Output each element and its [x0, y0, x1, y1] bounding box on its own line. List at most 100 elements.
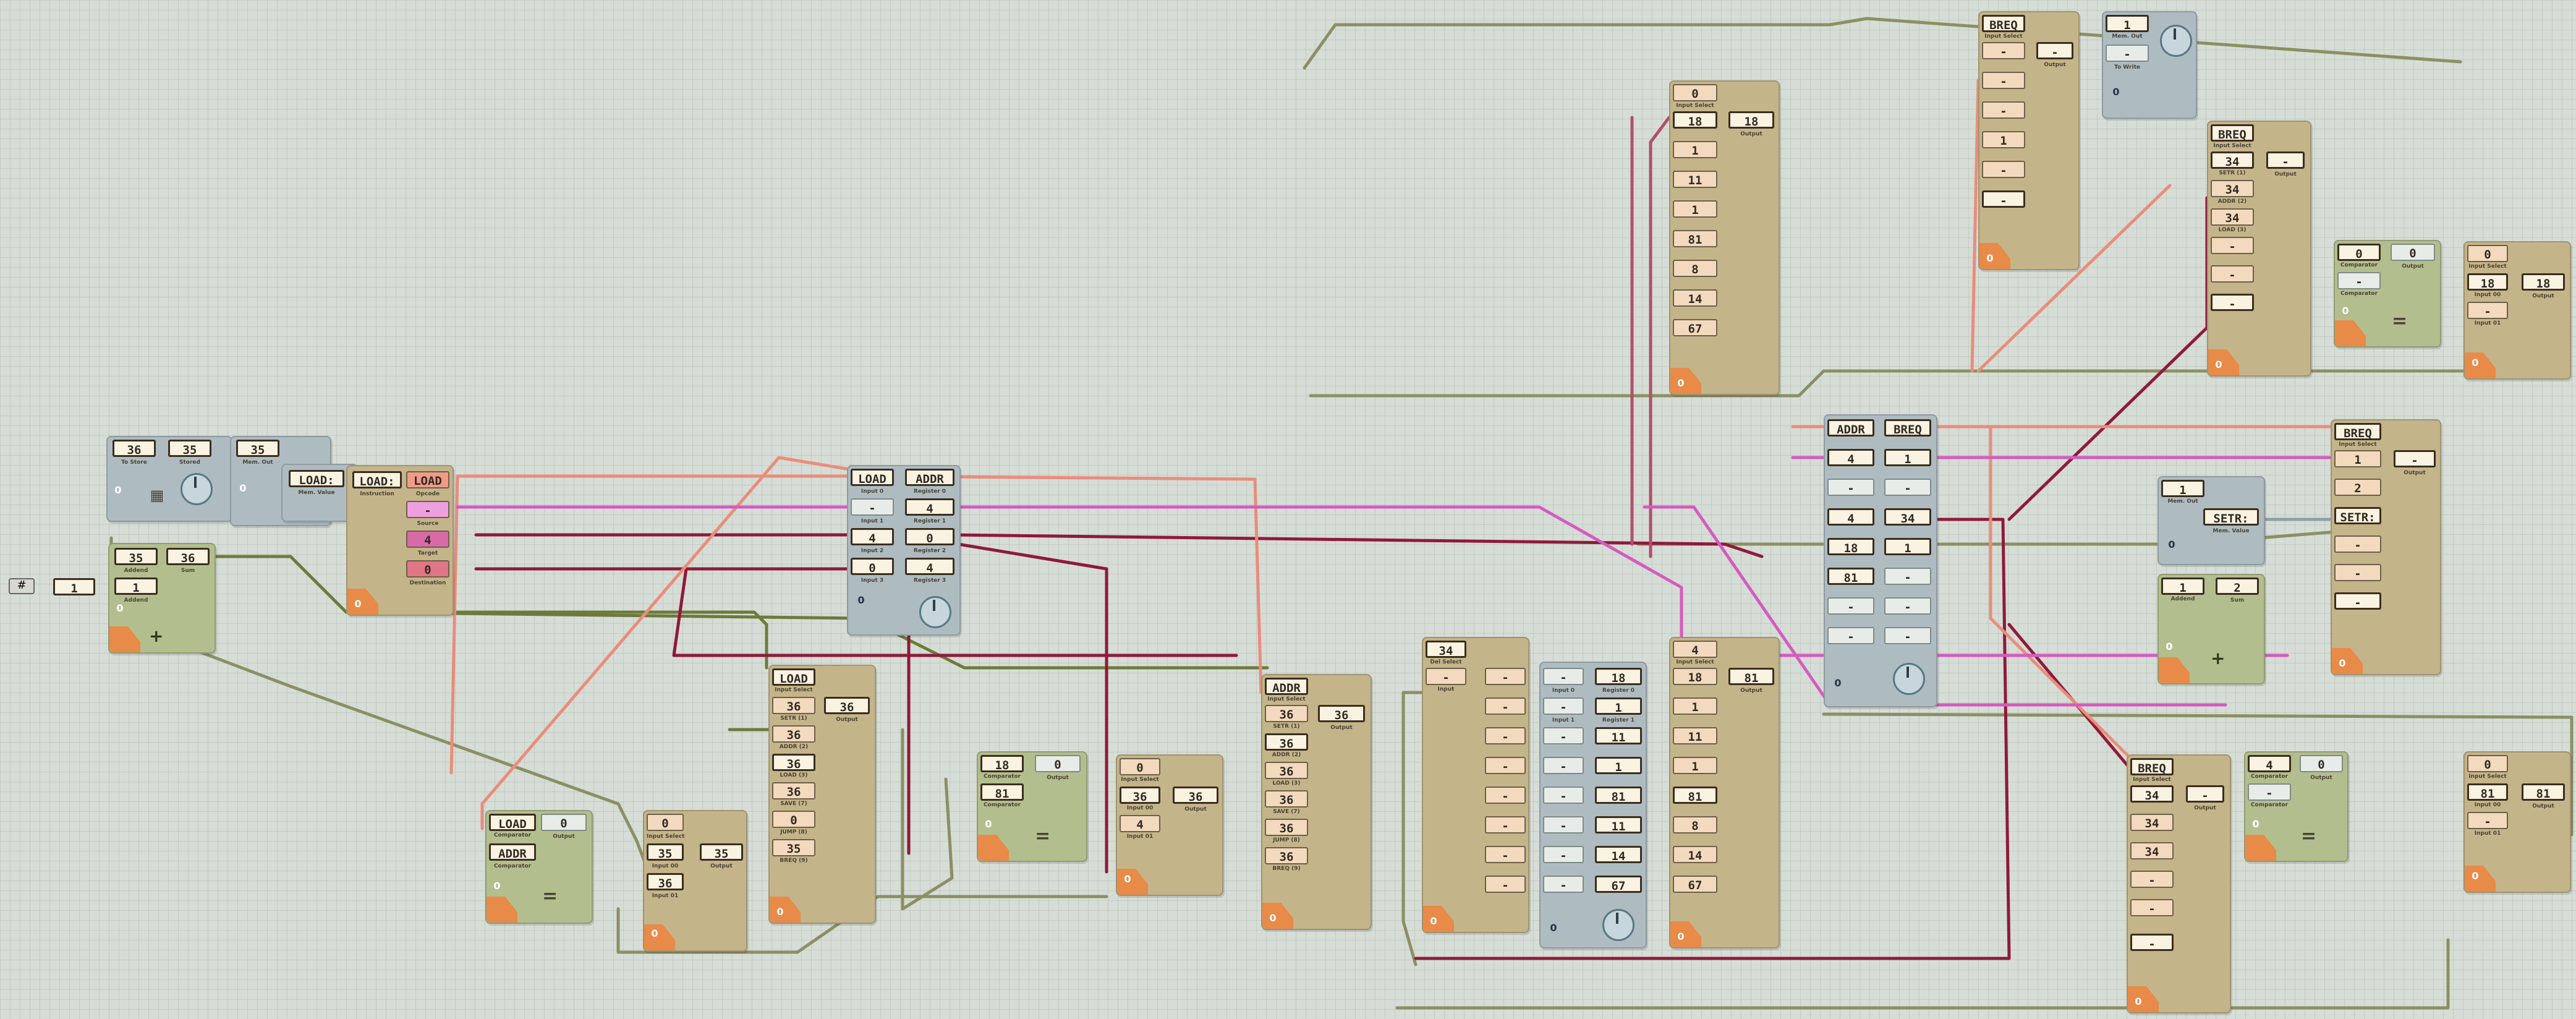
counter-value: 0	[2109, 85, 2123, 99]
counter-value: 0	[1547, 921, 1560, 935]
mux8-top[interactable]: 0 Input Select 18 1 11 1 81 8 14 67 18 O…	[1669, 80, 1780, 395]
addend-label: Addend	[2161, 596, 2204, 602]
destination-output: 0	[406, 560, 449, 578]
comparator-a: 0	[2337, 244, 2381, 261]
row-label: LOAD (3)	[1265, 780, 1308, 787]
mux-head: BREQ	[1982, 15, 2025, 32]
comparator-a: 18	[980, 755, 1024, 772]
input-label: Input 2	[851, 548, 894, 554]
rf-input: -	[1543, 846, 1584, 863]
row-label: SETR (1)	[2211, 170, 2254, 176]
memory-icon: ▦	[145, 487, 169, 504]
opcode-mux-load[interactable]: LOAD Input Select 36 SETR (1) 36 ADDR (2…	[768, 665, 876, 924]
mux8-row: 81	[1673, 787, 1717, 804]
mem-out-label: Mem. Out	[2161, 498, 2204, 505]
comparator-module[interactable]: LOAD Comparator ADDR Comparator 0 Output…	[485, 810, 593, 924]
input-label: Input 00	[647, 863, 684, 869]
instruction-decoder[interactable]: LOAD: Instruction LOAD Opcode - Source 4…	[346, 465, 454, 616]
memory-store-module[interactable]: 36 To Store 35 Stored 0 ▦	[106, 436, 232, 522]
equals-icon: =	[2301, 825, 2316, 847]
comparator-module[interactable]: 4 Comparator - Comparator 0 Output 0 =	[2244, 751, 2349, 862]
rf-register: 81	[1595, 787, 1642, 804]
del-input-label: Input	[1426, 686, 1466, 693]
mux8-output: 81	[1728, 668, 1774, 685]
register-file-right[interactable]: ADDR 4 - 4 18 81 - - BREQ 1 - 34 1 - - -…	[1824, 414, 1937, 707]
rf-input: -	[1827, 479, 1874, 496]
comparator-module[interactable]: 0 Comparator - Comparator 0 Output 0 =	[2334, 240, 2441, 347]
wire-olive[interactable]	[427, 612, 767, 668]
mux-head: BREQ	[2334, 423, 2381, 440]
opcode-mux-addr[interactable]: ADDR Input Select 36 SETR (1) 36 ADDR (2…	[1261, 674, 1372, 930]
selector-module[interactable]: 0 Input Select 35 Input 00 36 Input 01 3…	[643, 810, 747, 952]
demux-selector[interactable]: 34 Del Select - Input - - - - - - - - 0	[1422, 637, 1529, 933]
dial-knob[interactable]	[1602, 909, 1634, 941]
hash-icon[interactable]: #	[9, 578, 35, 594]
selector-module[interactable]: 0 Input Select 81 Input 00 - Input 01 81…	[2463, 751, 2571, 893]
dial-knob[interactable]	[919, 596, 951, 628]
input-select-label: Input Select	[2467, 263, 2508, 270]
wire-olive[interactable]	[1311, 371, 2547, 396]
adder-addend: 35	[114, 548, 158, 565]
rf-register: 1	[1595, 697, 1642, 715]
mux-row: 34	[2130, 842, 2174, 859]
mux-row: SETR:	[2334, 507, 2381, 524]
wire-pink[interactable]	[457, 507, 2287, 655]
comparator-label: Comparator	[2337, 262, 2381, 268]
input-2: 4	[851, 528, 894, 545]
output-label: Output	[2522, 803, 2565, 809]
opcode-mux-breq[interactable]: BREQ Input Select 1 2 SETR: - - - - Outp…	[2331, 419, 2441, 675]
selector-module[interactable]: 0 Input Select 36 Input 00 4 Input 01 36…	[1116, 754, 1223, 896]
mux8-row: 8	[1673, 816, 1717, 834]
row-label: Input Select	[1982, 33, 2025, 40]
row-label: SETR (1)	[772, 715, 815, 722]
comparator-label: Comparator	[2248, 802, 2291, 808]
register-3: 4	[905, 558, 954, 575]
source-label: Source	[406, 521, 449, 527]
mux-row: -	[2211, 294, 2254, 311]
mux-output: -	[2036, 42, 2073, 59]
dial-knob[interactable]	[181, 473, 213, 505]
mux-row: 36	[772, 754, 815, 771]
output-label: Output	[1728, 688, 1774, 694]
input-label: Input 00	[2467, 292, 2508, 298]
wire-olive[interactable]	[1397, 940, 2448, 1008]
input-select-label: Input Select	[2467, 774, 2508, 780]
register-file-eight[interactable]: - Input 0 - Input 1 - - - - - - 18 Regis…	[1539, 662, 1647, 949]
lever-knob[interactable]	[2160, 25, 2192, 57]
rf-register: 14	[1595, 846, 1642, 863]
adder-module[interactable]: 1 Addend 2 Sum 0 +	[2157, 574, 2265, 684]
rf-input: -	[1543, 876, 1584, 893]
selector-module[interactable]: 0 Input Select 18 Input 00 - Input 01 18…	[2463, 241, 2571, 380]
mux-output: 36	[1318, 705, 1365, 722]
mem-value-module[interactable]: 1 Mem. Out SETR: Mem. Value 0	[2157, 476, 2265, 565]
dial-knob[interactable]	[1893, 663, 1925, 695]
counter-value: 0	[1674, 377, 1688, 390]
memory-write-module[interactable]: 1 Mem. Out - To Write 0	[2102, 11, 2197, 119]
mux-row: -	[1982, 190, 2025, 208]
comparator-a: LOAD	[489, 814, 536, 831]
mux-row: -	[2334, 564, 2381, 581]
module-corner	[978, 835, 1009, 861]
mux-row: -	[2211, 237, 2254, 254]
output-label: Output	[541, 834, 587, 840]
comparator-label: Comparator	[2248, 774, 2291, 780]
output-label: Output	[2394, 470, 2436, 476]
opcode-mux-breq[interactable]: BREQ Input Select - - - 1 - - - Output 0	[1978, 11, 2080, 270]
comparator-module[interactable]: 18 Comparator 81 Comparator 0 Output 0 =	[977, 751, 1087, 862]
opcode-mux-breq[interactable]: BREQ Input Select 34 SETR (1) 34 ADDR (2…	[2207, 121, 2311, 377]
instruction-value: LOAD:	[352, 471, 402, 488]
rf-input: 4	[1827, 508, 1874, 526]
constant-value: 1	[53, 578, 95, 595]
opcode-mux-breq[interactable]: BREQ Input Select 34 34 34 - - - - Outpu…	[2127, 754, 2231, 1013]
adder-module[interactable]: 35 Addend 36 Sum 1 Addend 0 +	[108, 543, 216, 654]
wire-olive[interactable]	[1304, 19, 2460, 68]
register-file-small[interactable]: LOAD Input 0 - Input 1 4 Input 2 0 Input…	[847, 465, 961, 636]
mux-row: 0	[772, 811, 815, 828]
instruction-label: Instruction	[352, 491, 402, 497]
mux8-bottom[interactable]: 4 Input Select 18 1 11 1 81 8 14 67 81 O…	[1669, 637, 1780, 949]
counter-value: 0	[648, 927, 661, 940]
input-01: -	[2467, 812, 2508, 829]
wire-maroon[interactable]	[1651, 117, 1669, 556]
counter-value: 0	[1121, 872, 1134, 886]
